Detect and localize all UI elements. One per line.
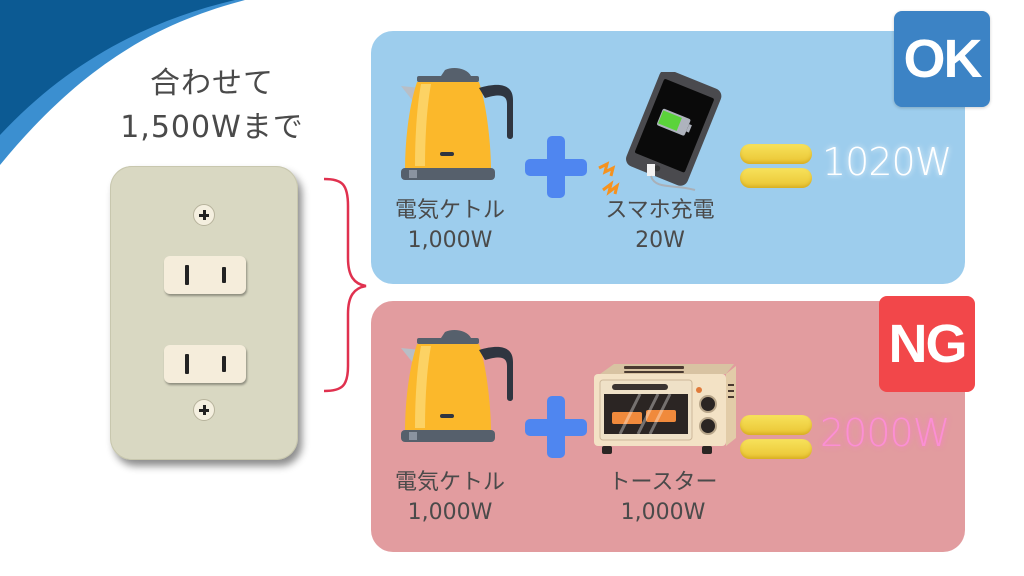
ng-item-toaster: トースター 1,000W xyxy=(588,468,738,528)
wall-outlet xyxy=(110,166,298,460)
socket-slot xyxy=(185,265,189,285)
headline-line1: 合わせて xyxy=(150,66,274,101)
equals-icon xyxy=(740,415,812,461)
plus-icon xyxy=(525,136,587,198)
kettle-icon xyxy=(401,68,513,180)
ng-badge: NG xyxy=(879,296,975,392)
screw-icon xyxy=(193,204,215,226)
item-watts: 20W xyxy=(635,228,685,253)
toaster-oven-icon xyxy=(594,364,736,454)
ok-badge: OK xyxy=(894,11,990,107)
curly-brace-icon xyxy=(323,177,367,393)
item-name: トースター xyxy=(608,470,718,495)
socket-bottom xyxy=(164,345,246,383)
plus-icon xyxy=(525,396,587,458)
item-name: スマホ充電 xyxy=(605,198,715,223)
item-watts: 1,000W xyxy=(407,500,493,525)
socket-slot xyxy=(185,354,189,374)
item-name: 電気ケトル xyxy=(394,470,505,495)
headline: 合わせて 1,500Wまで xyxy=(92,62,332,150)
equals-icon xyxy=(740,144,812,190)
screw-icon xyxy=(193,399,215,421)
item-name: 電気ケトル xyxy=(394,198,505,223)
socket-slot xyxy=(222,267,226,283)
ok-item-kettle: 電気ケトル 1,000W xyxy=(375,196,525,256)
ng-item-kettle: 電気ケトル 1,000W xyxy=(375,468,525,528)
corner-swoosh-decoration xyxy=(0,0,245,165)
item-watts: 1,000W xyxy=(407,228,493,253)
ng-total-watts: 2000W xyxy=(820,411,950,455)
socket-top xyxy=(164,256,246,294)
socket-slot xyxy=(222,356,226,372)
ok-item-phone: スマホ充電 20W xyxy=(585,196,735,256)
phone-charging-icon xyxy=(598,72,722,196)
ok-total-watts: 1020W xyxy=(822,140,952,184)
headline-line2: 1,500Wまで xyxy=(120,110,304,145)
kettle-icon xyxy=(401,330,513,442)
item-watts: 1,000W xyxy=(620,500,706,525)
